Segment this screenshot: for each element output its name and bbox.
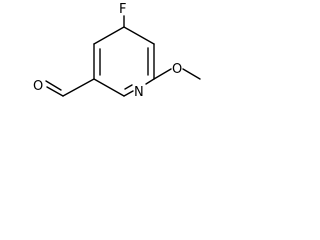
substituents [45, 15, 201, 97]
chemical-structure: F N O O [33, 2, 201, 100]
bond-n1-c6 [145, 78, 155, 85]
fluorine-label: F [119, 2, 126, 17]
ether-oxygen-label: O [172, 62, 182, 77]
bond-c5-c4 [93, 26, 125, 45]
pyridine-ring [93, 26, 155, 97]
bond-c5-cF [123, 26, 155, 45]
bond-c2-n1-inner [124, 84, 133, 90]
bond-aldehyde-c-o [46, 86, 64, 97]
bond-c6-oxygen [153, 68, 172, 80]
bond-c3-c2 [93, 78, 125, 97]
bond-c3-aldehyde-carbon [62, 78, 95, 97]
bond-c2-n1 [123, 90, 134, 97]
bond-aldehyde-c-o-inner [45, 80, 62, 91]
atom-labels: F N O O [33, 2, 182, 100]
ring-nitrogen-label: N [134, 85, 144, 100]
aldehyde-oxygen-label: O [33, 79, 43, 94]
bond-oxygen-methyl [182, 68, 201, 80]
